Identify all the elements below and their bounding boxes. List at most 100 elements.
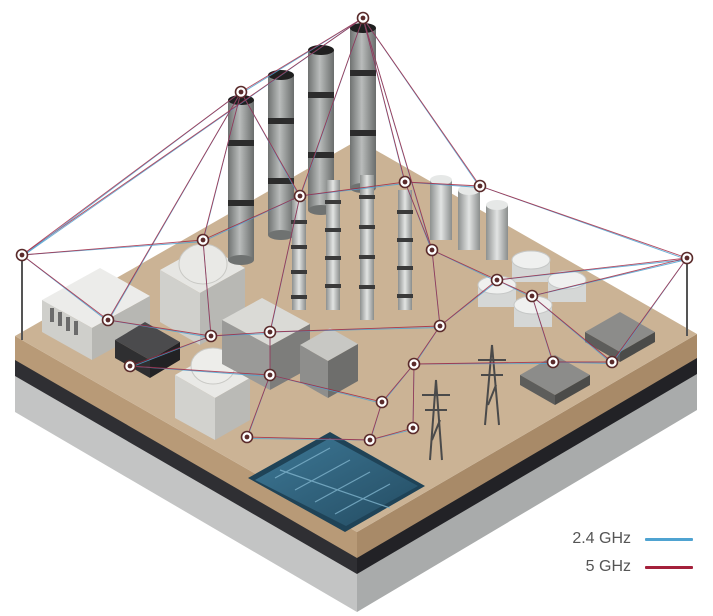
cooling-tank-icon bbox=[511, 250, 551, 282]
wifi-node-icon bbox=[240, 430, 254, 444]
wifi-node-icon bbox=[363, 433, 377, 447]
legend-label-2-4ghz: 2.4 GHz bbox=[572, 530, 631, 547]
wifi-node-icon bbox=[680, 251, 694, 265]
legend-swatch-2-4ghz bbox=[645, 537, 693, 541]
link-5ghz bbox=[381, 363, 415, 403]
wifi-node-icon bbox=[425, 243, 439, 257]
link-5ghz bbox=[299, 17, 364, 197]
link-5ghz bbox=[479, 185, 688, 259]
link-5ghz bbox=[246, 436, 371, 441]
link-5ghz bbox=[362, 17, 406, 183]
link-5ghz bbox=[269, 325, 441, 333]
link-5ghz bbox=[404, 181, 433, 251]
link-5ghz bbox=[21, 91, 242, 256]
link-5ghz bbox=[269, 374, 383, 403]
ground-band-right bbox=[357, 356, 697, 574]
dome-reactor-back bbox=[160, 243, 245, 345]
control-building-left bbox=[42, 268, 150, 360]
legend-label-5ghz: 5 GHz bbox=[585, 558, 631, 575]
ground-top-surface bbox=[15, 140, 697, 532]
link-5ghz bbox=[21, 17, 364, 256]
distillation-columns bbox=[291, 175, 413, 320]
antenna-poles bbox=[21, 255, 688, 340]
chimney-icon bbox=[228, 95, 254, 265]
chimney-icon bbox=[268, 70, 294, 240]
wifi-node-icon bbox=[15, 248, 29, 262]
link-5ghz bbox=[413, 361, 554, 365]
wifi-node-icon bbox=[605, 355, 619, 369]
ground-soil-right bbox=[357, 334, 697, 558]
ground-band-left bbox=[15, 358, 357, 574]
link-5ghz bbox=[240, 91, 301, 197]
link-5ghz bbox=[202, 91, 242, 241]
equipment-pad-right bbox=[520, 312, 655, 405]
link-5ghz bbox=[246, 374, 271, 438]
link-5ghz bbox=[439, 279, 498, 327]
wifi-node-icon bbox=[204, 329, 218, 343]
link-5ghz bbox=[299, 181, 406, 197]
wifi-node-icon bbox=[406, 421, 420, 435]
link-5ghz bbox=[531, 257, 688, 297]
wifi-node-icon bbox=[433, 319, 447, 333]
wifi-node-icon bbox=[490, 273, 504, 287]
link-5ghz bbox=[210, 331, 271, 337]
wireless-links bbox=[21, 17, 688, 442]
link-5ghz bbox=[404, 181, 481, 187]
link-5ghz bbox=[611, 257, 688, 363]
wifi-node-icon bbox=[123, 359, 137, 373]
legend-5ghz: 5 GHz bbox=[503, 556, 693, 578]
wifi-node-icon bbox=[293, 189, 307, 203]
link-5ghz bbox=[496, 257, 688, 281]
link-5ghz bbox=[240, 17, 364, 93]
storage-silos bbox=[430, 175, 508, 260]
wifi-node-icon bbox=[546, 355, 560, 369]
cooling-tank-icon bbox=[547, 270, 587, 302]
wifi-node-icon bbox=[356, 11, 370, 25]
link-5ghz bbox=[413, 325, 441, 365]
link-5ghz bbox=[107, 91, 242, 321]
ground-base-left bbox=[15, 372, 357, 612]
wifi-node-icon bbox=[101, 313, 115, 327]
wifi-node-icon bbox=[398, 175, 412, 189]
water-treatment-pool bbox=[248, 432, 425, 532]
link-5ghz bbox=[362, 17, 481, 187]
wifi-node-icon bbox=[234, 85, 248, 99]
link-5ghz bbox=[21, 239, 204, 256]
link-5ghz bbox=[129, 365, 271, 376]
wifi-node-icon bbox=[473, 179, 487, 193]
wifi-node-icon bbox=[407, 357, 421, 371]
link-5ghz bbox=[107, 319, 212, 337]
wifi-node-icon bbox=[525, 289, 539, 303]
wifi-node-icon bbox=[375, 395, 389, 409]
link-5ghz bbox=[369, 401, 383, 441]
link-5ghz bbox=[531, 295, 554, 363]
link-5ghz bbox=[202, 195, 301, 241]
link-5ghz bbox=[21, 254, 109, 321]
link-5ghz bbox=[369, 427, 414, 441]
link-5ghz bbox=[431, 249, 498, 281]
link-5ghz bbox=[496, 279, 533, 297]
ground-base-right bbox=[357, 370, 697, 612]
cooling-tanks bbox=[477, 250, 587, 327]
transmission-tower-icon bbox=[422, 379, 450, 461]
transmission-towers bbox=[422, 344, 506, 461]
dome-reactor-front bbox=[175, 347, 250, 440]
link-5ghz bbox=[129, 335, 212, 367]
cooling-tank-icon bbox=[513, 295, 553, 327]
wifi-access-points bbox=[15, 11, 694, 447]
transmission-tower-icon bbox=[478, 344, 506, 426]
link-5ghz bbox=[269, 195, 301, 333]
ground-block bbox=[15, 140, 697, 612]
link-5ghz bbox=[531, 295, 613, 363]
wifi-node-icon bbox=[196, 233, 210, 247]
link-5ghz bbox=[362, 17, 433, 251]
legend-swatch-5ghz bbox=[645, 565, 693, 569]
wifi-node-icon bbox=[263, 368, 277, 382]
link-5ghz bbox=[202, 239, 212, 337]
legend-2-4ghz: 2.4 GHz bbox=[503, 528, 693, 550]
wifi-node-icon bbox=[263, 325, 277, 339]
ground-soil-left bbox=[15, 336, 357, 558]
link-5ghz bbox=[431, 249, 441, 327]
link-5ghz bbox=[412, 363, 415, 429]
